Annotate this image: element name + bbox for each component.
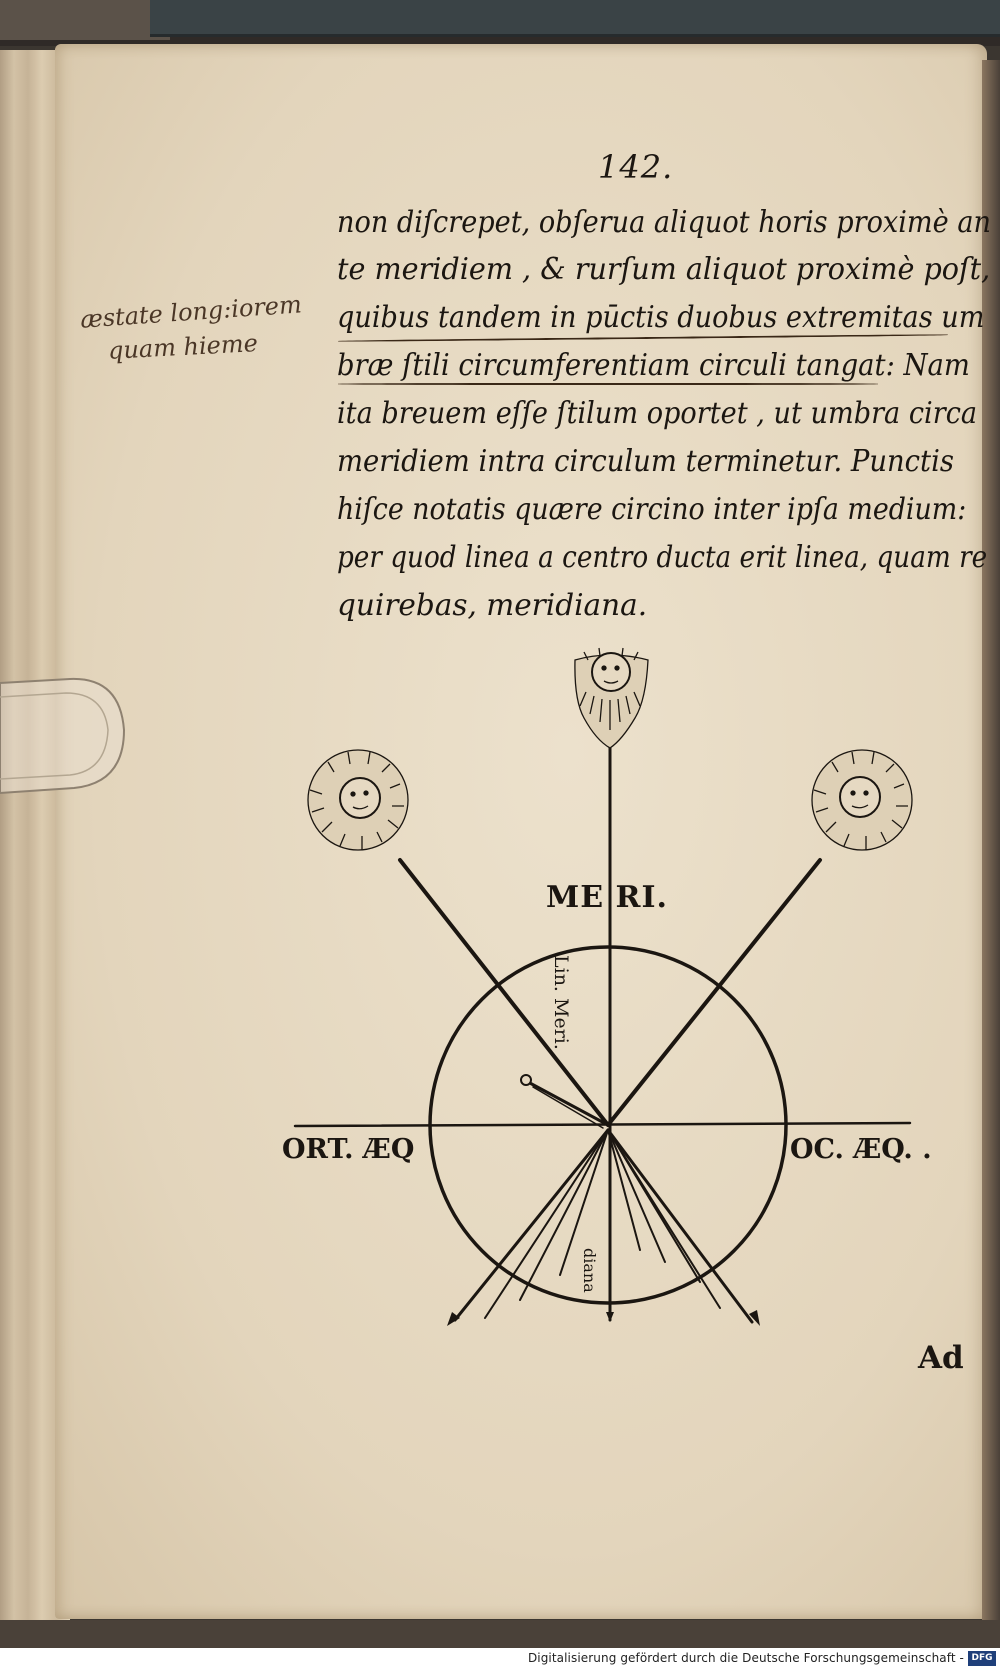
shadow-line [606, 1128, 754, 1324]
arrow-tip [606, 1312, 614, 1322]
arrow-tip [447, 1312, 460, 1326]
sun-ray-right [606, 858, 822, 1127]
book-cover-top [0, 0, 1000, 46]
footer-credit: Digitalisierung gefördert durch die Deut… [527, 1651, 964, 1665]
arrow-tip [749, 1310, 760, 1326]
text-line: ita breuem eſſe ſtilum oportet , ut umbr… [337, 396, 978, 430]
page-edge-right [982, 60, 1000, 1620]
text-line: te meridiem , & rurſum aliquot proximè p… [337, 252, 991, 286]
catchword: Ad [918, 1340, 964, 1376]
diagram-label-diana: diana [580, 1248, 599, 1293]
style-gnomon-inner [532, 1086, 604, 1129]
diagram-label-ort-aeq: ORT. ÆQ [282, 1134, 415, 1165]
shadow-line [453, 1128, 610, 1322]
text-line: non diſcrepet, obſerua aliquot horis pro… [337, 205, 991, 239]
shadow-line [519, 1129, 609, 1301]
diagram-label-meri: ME RI. [546, 880, 668, 915]
text-line: quirebas, meridiana. [337, 588, 648, 622]
footer-bar [0, 1648, 1000, 1670]
shadow-line [559, 1129, 609, 1276]
text-line: quibus tandem in pūctis duobus extremita… [337, 300, 985, 334]
text-line: meridiem intra circulum terminetur. Punc… [337, 444, 954, 478]
cover-cloth [150, 0, 1000, 37]
handwritten-underline [338, 383, 878, 385]
diagram-label-oc-aeq: OC. ÆQ. . [790, 1134, 932, 1165]
shadow-line [607, 1129, 641, 1251]
shadow-line [607, 1129, 666, 1263]
text-line: bræ ſtili circumferentiam circuli tangat… [337, 348, 970, 382]
style-gnomon [526, 1080, 610, 1127]
cover-strip [0, 0, 170, 40]
diagram-label-lin-meri: Lin. Meri. [550, 955, 572, 1050]
text-line: per quod linea a centro ducta erit linea… [337, 540, 988, 574]
sun-top [574, 647, 649, 749]
dfg-logo: DFG [968, 1651, 996, 1666]
equator-line [293, 1121, 912, 1128]
shadow-line [484, 1129, 609, 1319]
book-bottom [0, 1620, 1000, 1648]
shadow-line [607, 1129, 721, 1309]
text-line: hiſce notatis quære circino inter ipſa m… [337, 492, 967, 526]
page-number: 142. [598, 148, 674, 186]
style-tip [520, 1074, 532, 1086]
bookmark-clip [0, 677, 126, 795]
sun-right [811, 749, 913, 851]
sun-ray-left [398, 858, 610, 1127]
sun-left [307, 749, 409, 851]
